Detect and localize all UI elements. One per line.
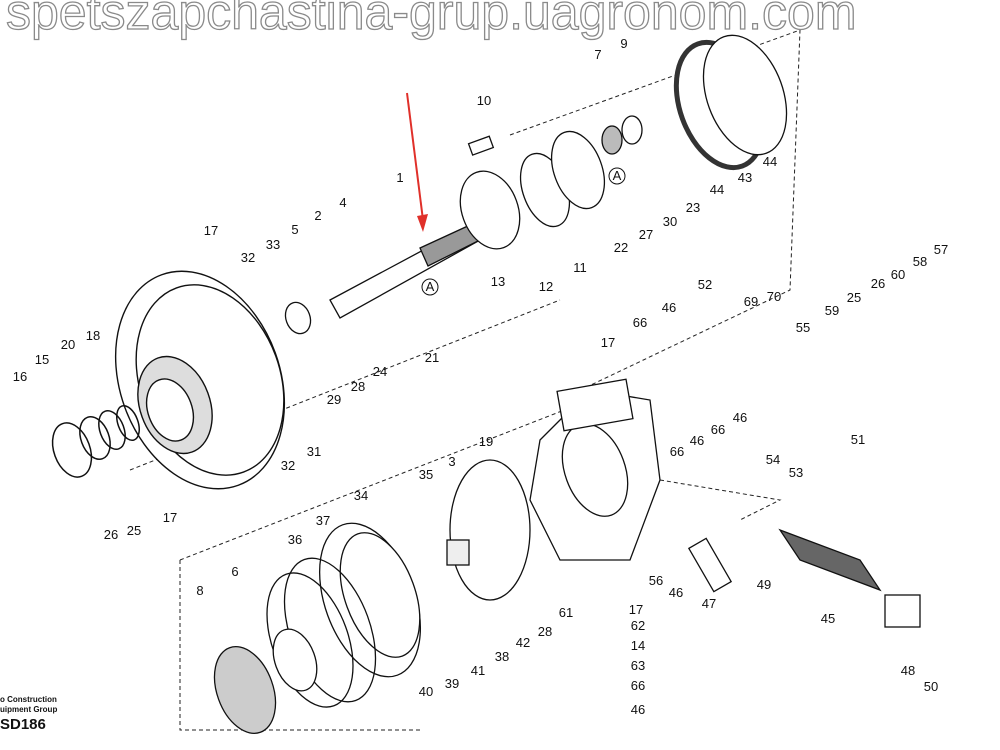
callout-66: 66 [670,444,684,459]
callout-57: 57 [934,242,948,257]
callout-46: 46 [733,410,747,425]
callout-A: A [426,279,435,294]
seal-rings [51,404,140,478]
callout-18: 18 [86,328,100,343]
callout-70: 70 [767,289,781,304]
highlight-arrow [406,92,428,232]
callout-20: 20 [61,337,75,352]
publisher-line-1: o Construction [0,695,57,704]
callout-6: 6 [231,564,238,579]
callout-35: 35 [419,467,433,482]
callout-31: 31 [307,444,321,459]
callout-21: 21 [425,350,439,365]
callout-A: A [613,168,622,183]
callout-50: 50 [924,679,938,694]
callout-17: 17 [204,223,218,238]
publisher-line-2: uipment Group [0,705,58,714]
callout-37: 37 [316,513,330,528]
lower-components [213,459,531,735]
callout-19: 19 [479,434,493,449]
callout-26: 26 [871,276,885,291]
upper-components [459,34,788,250]
callout-13: 13 [491,274,505,289]
callout-22: 22 [614,240,628,255]
callout-10: 10 [477,93,491,108]
callout-17: 17 [601,335,615,350]
callout-44: 44 [763,154,777,169]
callout-44: 44 [710,182,724,197]
callout-25: 25 [127,523,141,538]
callout-12: 12 [539,279,553,294]
callout-32: 32 [281,458,295,473]
callout-55: 55 [796,320,810,335]
callout-40: 40 [419,684,433,699]
callout-45: 45 [821,611,835,626]
callout-39: 39 [445,676,459,691]
callout-48: 48 [901,663,915,678]
diagram-code: SD186 [0,716,46,733]
callout-9: 9 [620,36,627,51]
callout-1: 1 [396,170,403,185]
callout-66: 66 [631,678,645,693]
valve-housing [529,378,921,628]
callout-15: 15 [35,352,49,367]
reference-circle [421,278,439,296]
reference-circle [608,167,626,185]
callout-2: 2 [314,208,321,223]
callout-36: 36 [288,532,302,547]
callout-28: 28 [351,379,365,394]
callout-63: 63 [631,658,645,673]
callout-7: 7 [594,47,601,62]
callout-11: 11 [573,260,587,275]
callout-42: 42 [516,635,530,650]
callout-34: 34 [354,488,368,503]
callout-46: 46 [631,702,645,717]
callout-3: 3 [448,454,455,469]
callout-56: 56 [649,573,663,588]
callout-27: 27 [639,227,653,242]
callout-23: 23 [686,200,700,215]
callout-17: 17 [163,510,177,525]
callout-66: 66 [633,315,647,330]
callout-59: 59 [825,303,839,318]
watermark: spetszapchastina-grup.uagronom.com [5,0,857,40]
callout-52: 52 [698,277,712,292]
callout-66: 66 [711,422,725,437]
callout-54: 54 [766,452,780,467]
callout-8: 8 [196,583,203,598]
callout-25: 25 [847,290,861,305]
callout-47: 47 [702,596,716,611]
callout-46: 46 [690,433,704,448]
callout-5: 5 [291,222,298,237]
callout-14: 14 [631,638,645,653]
callout-69: 69 [744,294,758,309]
callout-60: 60 [891,267,905,282]
callout-32: 32 [241,250,255,265]
callout-4: 4 [339,195,346,210]
callout-29: 29 [327,392,341,407]
callout-28: 28 [538,624,552,639]
main-shaft [284,224,481,335]
callout-62: 62 [631,618,645,633]
motor-housing [114,270,286,490]
callout-51: 51 [851,432,865,447]
callout-58: 58 [913,254,927,269]
callout-61: 61 [559,605,573,620]
callout-30: 30 [663,214,677,229]
callout-17: 17 [629,602,643,617]
callout-46: 46 [662,300,676,315]
callout-49: 49 [757,577,771,592]
callout-46: 46 [669,585,683,600]
callout-24: 24 [373,364,387,379]
callout-43: 43 [738,170,752,185]
callout-16: 16 [13,369,27,384]
callout-38: 38 [495,649,509,664]
callout-26: 26 [104,527,118,542]
callout-33: 33 [266,237,280,252]
callout-41: 41 [471,663,485,678]
callout-53: 53 [789,465,803,480]
